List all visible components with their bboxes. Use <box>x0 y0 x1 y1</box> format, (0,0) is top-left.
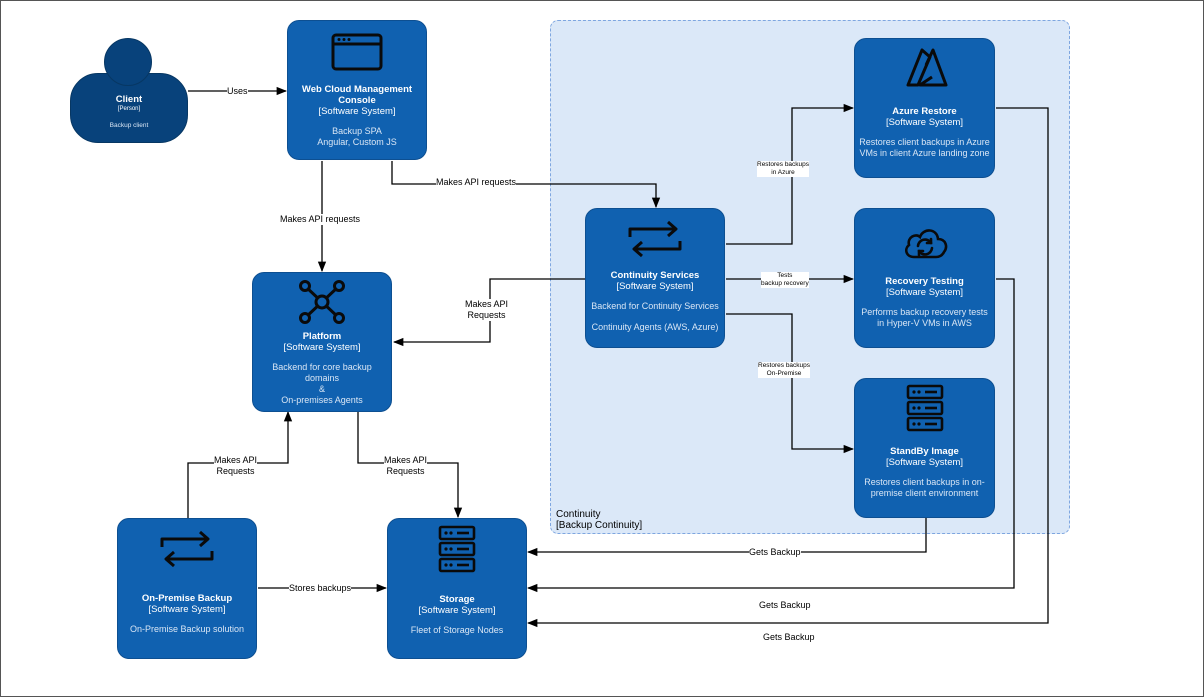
web-console-kind: [Software System] <box>318 106 396 117</box>
platform-desc-2: domains <box>304 373 340 383</box>
azure-desc-2: VMs in client Azure landing zone <box>859 148 990 158</box>
sync-arrows-icon <box>628 220 682 258</box>
standby-kind: [Software System] <box>885 457 964 468</box>
onprem-kind: [Software System] <box>148 604 226 615</box>
standby-desc-2: premise client environment <box>870 488 979 498</box>
node-platform[interactable]: Platform [Software System] Backend for c… <box>252 272 392 412</box>
web-console-name-2: Console <box>338 95 376 106</box>
storage-name: Storage <box>439 594 475 605</box>
platform-desc-3: & <box>318 384 325 394</box>
azure-desc-1: Restores client backups in Azure <box>859 137 990 147</box>
standby-desc-1: Restores client backups in on- <box>864 477 985 487</box>
edge-label-uses: Uses <box>227 86 248 97</box>
client-desc: Backup client <box>109 122 149 129</box>
platform-desc-1: Backend for core backup <box>272 362 372 372</box>
testing-desc-1: Performs backup recovery tests <box>861 307 988 317</box>
testing-name: Recovery Testing <box>885 276 964 287</box>
standby-name: StandBy Image <box>890 446 959 457</box>
platform-desc-4: On-premises Agents <box>281 395 363 405</box>
storage-desc: Fleet of Storage Nodes <box>410 625 504 635</box>
node-azure-restore[interactable]: Azure Restore [Software System] Restores… <box>854 38 995 178</box>
node-web-console[interactable]: Web Cloud Management Console [Software S… <box>287 20 427 160</box>
onprem-desc: On-Premise Backup solution <box>129 624 245 634</box>
server-stack-icon <box>906 384 943 432</box>
person-head-icon <box>104 38 152 86</box>
edge-label-onprem-storage: Stores backups <box>289 583 352 594</box>
cloud-sync-icon <box>904 229 947 259</box>
edge-label-console-continuity: Makes API requests <box>436 177 517 188</box>
network-hub-icon <box>299 280 345 324</box>
edge-azure-gets-backup <box>526 107 1049 628</box>
continuity-desc-2: Continuity Agents (AWS, Azure) <box>591 322 719 332</box>
edge-standby-gets-backup <box>526 518 927 557</box>
browser-window-icon <box>331 33 383 71</box>
node-onprem-backup[interactable]: On-Premise Backup [Software System] On-P… <box>117 518 257 659</box>
edge-to-standby <box>726 313 855 454</box>
edge-label-testing-gets-backup: Gets Backup <box>759 600 811 611</box>
azure-kind: [Software System] <box>885 117 964 128</box>
web-console-name-1: Web Cloud Management <box>301 84 413 95</box>
azure-name: Azure Restore <box>892 106 957 117</box>
platform-name: Platform <box>302 331 342 342</box>
client-person[interactable]: Client [Person] Backup client <box>70 73 188 143</box>
node-recovery-testing[interactable]: Recovery Testing [Software System] Perfo… <box>854 208 995 348</box>
boundary-subtitle: [Backup Continuity] <box>556 520 643 531</box>
edge-console-to-continuity <box>391 161 661 209</box>
continuity-name: Continuity Services <box>610 270 700 281</box>
edge-label-console-platform: Makes API requests <box>280 214 361 225</box>
server-stack-icon <box>438 525 476 573</box>
edge-label-azure-gets-backup: Gets Backup <box>763 632 815 643</box>
web-console-desc-1: Backup SPA <box>332 126 382 136</box>
edge-testing-gets-backup <box>526 278 1015 593</box>
storage-kind: [Software System] <box>418 605 496 616</box>
edge-label-standby-gets-backup: Gets Backup <box>749 547 801 558</box>
node-continuity-services[interactable]: Continuity Services [Software System] Ba… <box>585 208 725 348</box>
testing-desc-2: in Hyper-V VMs in AWS <box>877 318 972 328</box>
testing-kind: [Software System] <box>885 287 964 298</box>
client-kind: [Person] <box>117 106 141 112</box>
sync-arrows-icon <box>160 530 214 568</box>
boundary-title: Continuity <box>556 509 601 520</box>
web-console-desc-2: Angular, Custom JS <box>317 137 397 147</box>
continuity-kind: [Software System] <box>616 281 694 292</box>
continuity-desc-1: Backend for Continuity Services <box>591 301 719 311</box>
node-storage[interactable]: Storage [Software System] Fleet of Stora… <box>387 518 527 659</box>
client-name: Client <box>115 94 143 105</box>
platform-kind: [Software System] <box>283 342 361 353</box>
onprem-name: On-Premise Backup <box>141 593 233 604</box>
azure-logo-icon <box>906 48 947 87</box>
node-standby-image[interactable]: StandBy Image [Software System] Restores… <box>854 378 995 518</box>
